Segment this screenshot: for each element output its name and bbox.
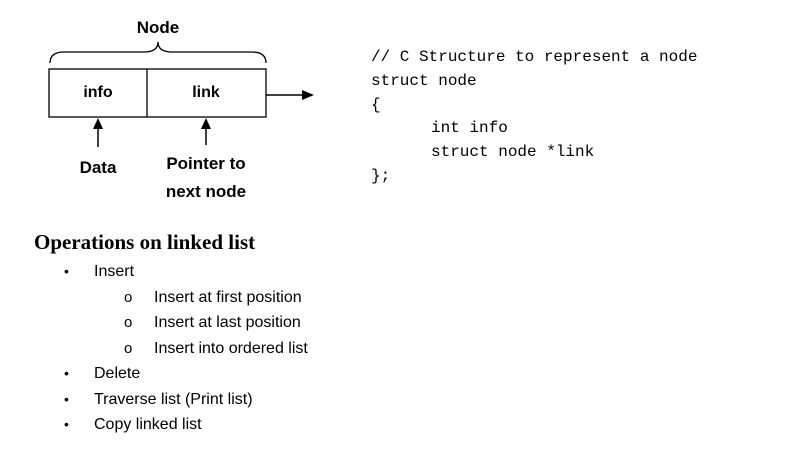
link-arrow-icon xyxy=(266,90,314,100)
sub-list-item-label: Insert into ordered list xyxy=(154,339,308,357)
code-line: { xyxy=(371,95,381,114)
pointer-label-line1: Pointer to xyxy=(166,154,245,173)
circle-bullet-icon: o xyxy=(124,288,133,306)
sub-list-item-label: Insert at last position xyxy=(154,314,301,331)
list-item: • Traverse list (Print list) xyxy=(0,387,308,413)
code-line: // C Structure to represent a node xyxy=(371,48,698,66)
node-diagram: Node info link Data Pointer to next node xyxy=(48,18,314,201)
link-field-label: link xyxy=(192,84,220,101)
sub-list-item: o Insert at first position xyxy=(0,285,308,311)
sub-list-item: o Insert into ordered list xyxy=(0,336,308,362)
node-box xyxy=(48,68,267,118)
list-item-label: Traverse list (Print list) xyxy=(94,390,253,408)
info-field-label: info xyxy=(83,84,113,101)
list-item-label: Delete xyxy=(94,365,141,382)
code-line: }; xyxy=(371,166,391,185)
data-arrow-icon xyxy=(93,118,103,147)
operations-heading: Operations on linked list xyxy=(34,230,256,254)
bullet-icon: • xyxy=(64,416,69,432)
circle-bullet-icon: o xyxy=(124,339,133,357)
list-item: • Copy linked list xyxy=(0,412,308,438)
code-line: int info xyxy=(431,119,508,138)
operations-list: • Insert o Insert at first position o In… xyxy=(0,259,308,438)
bullet-icon: • xyxy=(64,390,69,407)
bullet-icon: • xyxy=(64,365,69,381)
code-block: // C Structure to represent a node struct… xyxy=(371,46,697,189)
bullet-icon: • xyxy=(64,263,69,279)
circle-bullet-icon: o xyxy=(124,314,133,331)
sub-list-item: o Insert at last position xyxy=(0,310,308,336)
pointer-label-line2: next node xyxy=(166,182,246,201)
list-item: • Insert xyxy=(0,259,308,285)
pointer-arrow-icon xyxy=(201,118,211,145)
list-item-label: Insert xyxy=(94,263,135,280)
list-item-label: Copy linked list xyxy=(94,416,202,433)
list-item: • Delete xyxy=(0,361,308,387)
data-label: Data xyxy=(80,158,117,177)
node-label: Node xyxy=(137,18,180,37)
node-brace xyxy=(49,41,267,64)
code-line: struct node xyxy=(371,71,477,90)
code-line: struct node *link xyxy=(431,143,595,162)
sub-list-item-label: Insert at first position xyxy=(154,288,302,306)
